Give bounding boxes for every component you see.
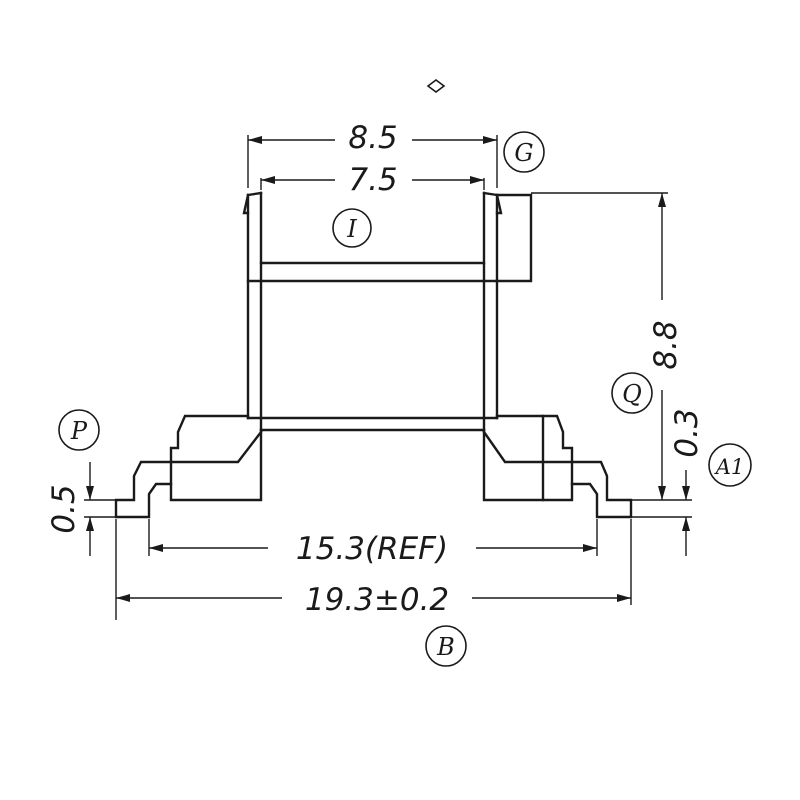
dimension-pin-span: 15.3(REF) — [148, 519, 598, 567]
right-flange-inner — [482, 430, 574, 464]
balloon-a1: A1 — [708, 443, 752, 487]
svg-text:G: G — [514, 139, 533, 167]
balloon-p: P — [58, 409, 100, 451]
dimension-label-15-3-ref: 15.3(REF) — [296, 531, 448, 567]
dimension-top-outer: 8.5 — [247, 120, 498, 188]
dimension-top-inner: 7.5 — [260, 162, 485, 198]
right-pin — [570, 460, 633, 519]
dimension-label-8-5: 8.5 — [348, 120, 397, 156]
balloon-g: G — [503, 131, 545, 173]
svg-text:I: I — [346, 215, 357, 243]
dimension-label-0-3: 0.3 — [669, 408, 705, 457]
dimension-label-19-3: 19.3±0.2 — [305, 582, 449, 618]
dimension-label-8-8: 8.8 — [648, 320, 684, 369]
svg-text:Q: Q — [622, 380, 642, 408]
left-flange-inner — [169, 430, 263, 464]
balloon-b: B — [425, 625, 467, 667]
balloon-q: Q — [611, 372, 653, 414]
dimension-pin-height: 0.5 — [46, 462, 116, 556]
dimension-overall-height: 8.8 — [531, 192, 684, 500]
svg-text:B: B — [436, 633, 455, 661]
right-top-snap — [482, 191, 503, 215]
dimension-label-7-5: 7.5 — [348, 162, 397, 198]
right-tab — [495, 193, 533, 283]
dimension-overall-width: 19.3±0.2 — [115, 519, 632, 620]
partial-mark-icon — [426, 79, 446, 93]
svg-text:A1: A1 — [714, 455, 745, 479]
dimension-flange-height: 0.3 — [631, 408, 705, 556]
balloon-i: I — [332, 208, 372, 248]
dimension-label-0-5: 0.5 — [46, 484, 82, 533]
left-flange-outer — [169, 414, 263, 502]
bobbin-body-outline — [114, 191, 633, 519]
left-top-snap — [242, 191, 263, 215]
left-pin — [114, 460, 173, 519]
svg-text:P: P — [70, 417, 88, 445]
right-flange-outer — [482, 414, 574, 502]
